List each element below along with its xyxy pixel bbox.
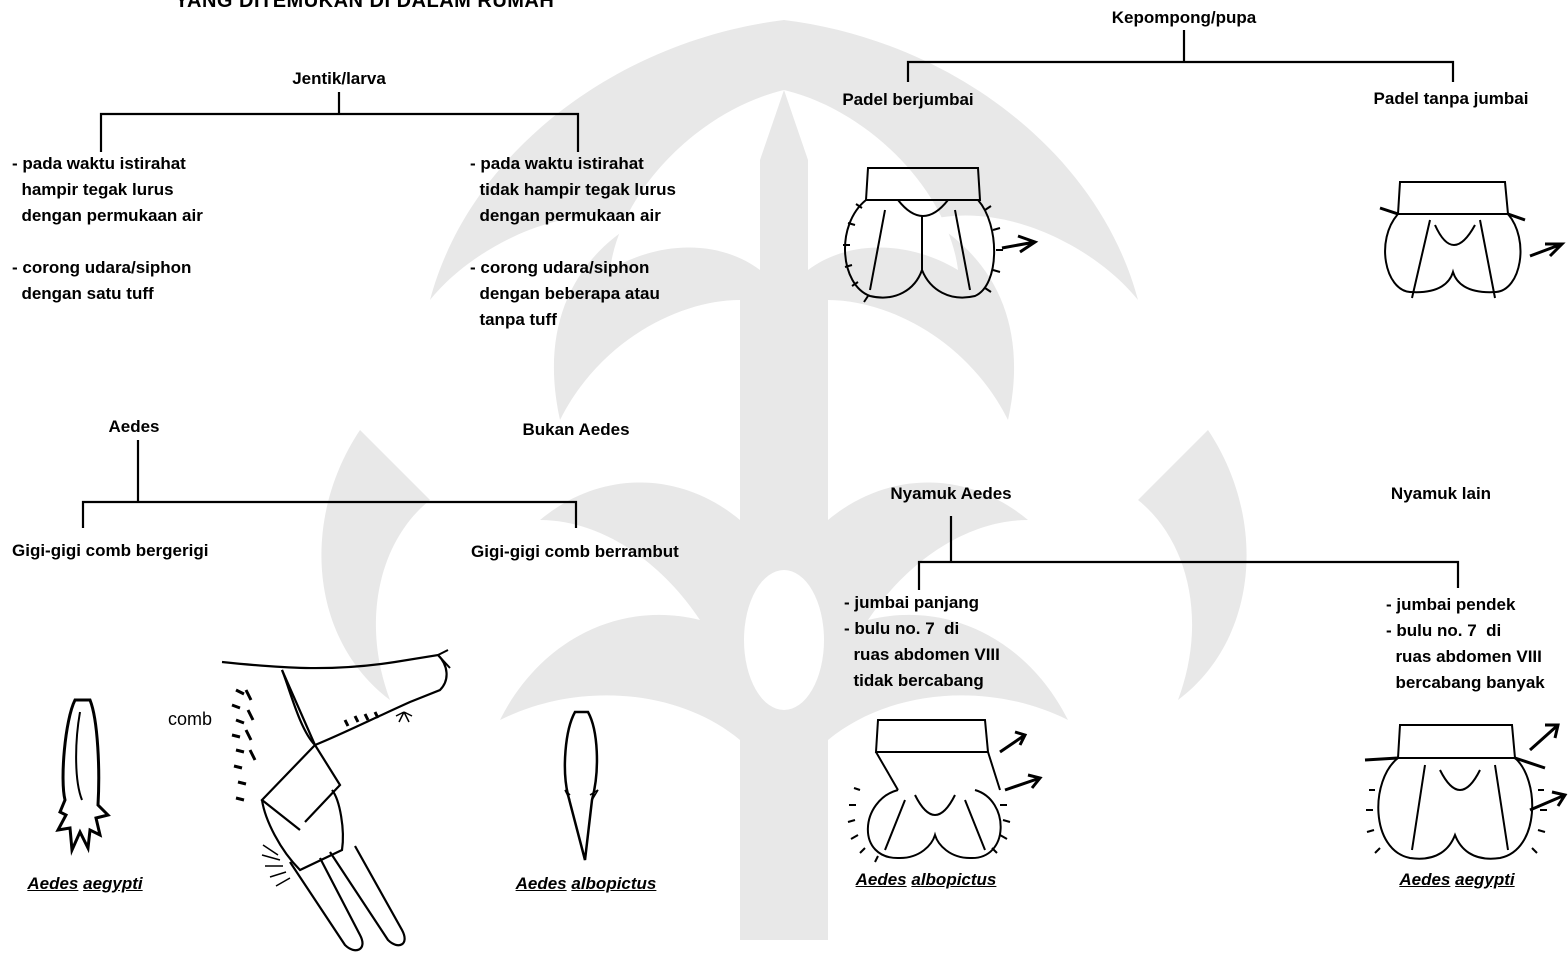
comb-label: comb — [168, 706, 212, 732]
species-label-albopictus-larva: Aedes albopictus — [516, 871, 657, 897]
pupa-left-label: Padel berjumbai — [842, 87, 973, 113]
aedes-split-connector — [919, 516, 1458, 590]
pupa-paddle-fringed-illustration — [843, 168, 1035, 302]
albopictus-criteria: - jumbai panjang - bulu no. 7 di ruas ab… — [844, 590, 1000, 694]
species-label-aegypti-pupa: Aedes aegypti — [1399, 867, 1514, 893]
page-title: YANG DITEMUKAN DI DALAM RUMAH — [175, 0, 554, 14]
larva-result-bukan-aedes: Bukan Aedes — [522, 417, 629, 443]
albopictus-comb-scale-illustration — [565, 712, 598, 860]
comb-right-label: Gigi-gigi comb berrambut — [471, 539, 679, 565]
pupa-heading: Kepompong/pupa — [1112, 5, 1256, 31]
larva-heading: Jentik/larva — [292, 66, 386, 92]
aegypti-paddle-illustration — [1365, 725, 1565, 859]
larva-connector — [101, 92, 578, 152]
species-label-aegypti-larva: Aedes aegypti — [27, 871, 142, 897]
aegypti-comb-scale-illustration — [58, 700, 108, 850]
pupa-result-nyamuk-aedes: Nyamuk Aedes — [890, 481, 1011, 507]
aegypti-criteria: - jumbai pendek - bulu no. 7 di ruas abd… — [1386, 592, 1545, 696]
comb-connector — [83, 440, 576, 528]
albopictus-paddle-illustration — [848, 720, 1040, 862]
larva-left-criteria: - pada waktu istirahat hampir tegak luru… — [12, 151, 203, 307]
pupa-connector — [908, 30, 1453, 82]
pupa-result-nyamuk-lain: Nyamuk lain — [1391, 481, 1491, 507]
larva-result-aedes: Aedes — [108, 414, 159, 440]
pupa-right-label: Padel tanpa jumbai — [1374, 86, 1529, 112]
comb-left-label: Gigi-gigi comb bergerigi — [12, 538, 208, 564]
pupa-paddle-plain-illustration — [1380, 182, 1562, 298]
larva-right-criteria: - pada waktu istirahat tidak hampir tega… — [470, 151, 676, 333]
species-label-albopictus-pupa: Aedes albopictus — [856, 867, 997, 893]
larva-siphon-illustration — [222, 650, 450, 950]
